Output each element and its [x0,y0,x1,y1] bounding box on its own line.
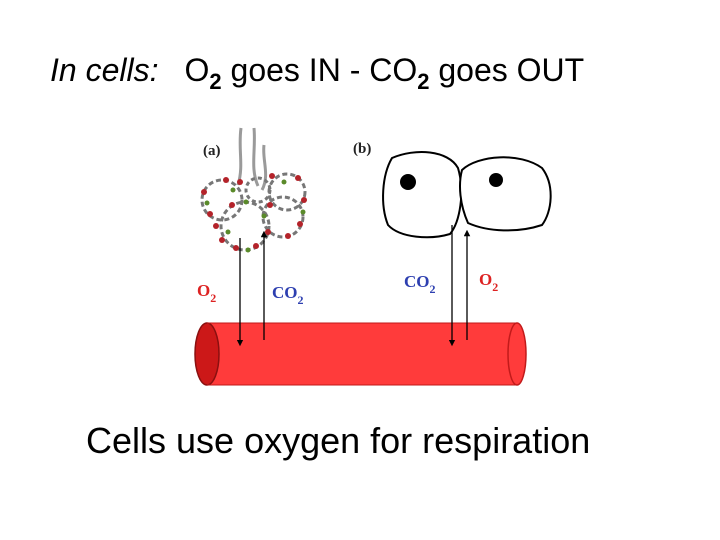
alveolus-3 [219,200,271,252]
body-cell-right [459,156,552,232]
left-o2-sub: 2 [210,291,216,305]
nucleus-left [400,174,416,190]
slide-title: In cells:O2 goes IN - CO2 goes OUT [50,52,585,93]
blood-vessel [194,322,527,386]
title-o2-base: O [184,52,210,88]
capillary-network-green [204,179,306,253]
right-co2-label: CO2 [404,272,436,296]
title-co2-sub: 2 [417,69,430,94]
right-co2-sub: 2 [430,282,436,296]
left-co2-base: CO [272,283,298,302]
title-lead: In cells: [50,52,159,88]
slide-caption: Cells use oxygen for respiration [86,420,591,461]
vessel-right-end [507,322,527,386]
right-co2-base: CO [404,272,430,291]
vessel-body [207,323,517,385]
capillary-network [201,173,307,251]
left-co2-label: CO2 [272,283,304,307]
title-o2-sub: 2 [209,69,222,94]
left-o2-label: O2 [197,281,216,305]
title-out-text: goes OUT [429,52,585,88]
right-o2-base: O [479,270,492,289]
alveolus-1 [200,178,244,222]
alveolus-5 [244,176,272,204]
right-o2-sub: 2 [492,280,498,294]
nucleus-right [489,173,503,187]
panel-b-label: (b) [353,141,371,157]
vessel-left-end [194,322,220,386]
body-cell-left [382,151,463,239]
left-o2-base: O [197,281,210,300]
left-co2-sub: 2 [298,293,304,307]
body-cells [382,151,552,239]
panel-a-label: (a) [203,143,221,159]
right-o2-label: O2 [479,270,498,294]
alveoli-cluster [200,127,307,253]
alveolus-4 [261,195,305,239]
title-in-text: goes IN - CO [221,52,418,88]
